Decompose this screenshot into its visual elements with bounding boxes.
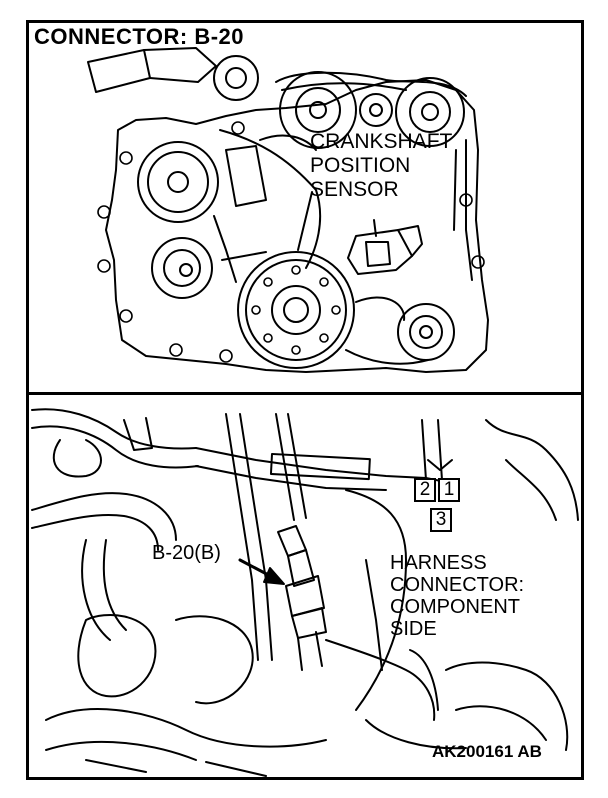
engine-illustration: [31, 47, 579, 777]
timing-cover-drawing: [87, 47, 489, 373]
engine-bay-drawing: [31, 408, 579, 777]
sensor-label-line: SENSOR: [310, 178, 399, 201]
connector-id-label: B-20(B): [152, 542, 221, 564]
pin-3: 3: [430, 508, 452, 532]
sensor-label-line: POSITION: [310, 154, 411, 177]
figure-code: AK200161 AB: [432, 742, 542, 761]
connector-title: CONNECTOR: B-20: [34, 24, 245, 49]
panel-divider: [26, 392, 584, 395]
crankshaft-position-sensor-label: CRANKSHAFT POSITION SENSOR: [310, 130, 452, 202]
sensor-label-line: CRANKSHAFT: [310, 130, 453, 153]
pin-2: 2: [414, 478, 436, 502]
harness-label-line: CONNECTOR:: [390, 574, 525, 596]
pin-1: 1: [438, 478, 460, 502]
harness-label-line: HARNESS: [390, 552, 487, 574]
harness-connector-label: HARNESS CONNECTOR: COMPONENT SIDE: [390, 552, 524, 640]
harness-label-line: COMPONENT: [390, 596, 520, 618]
harness-label-line: SIDE: [390, 618, 437, 640]
